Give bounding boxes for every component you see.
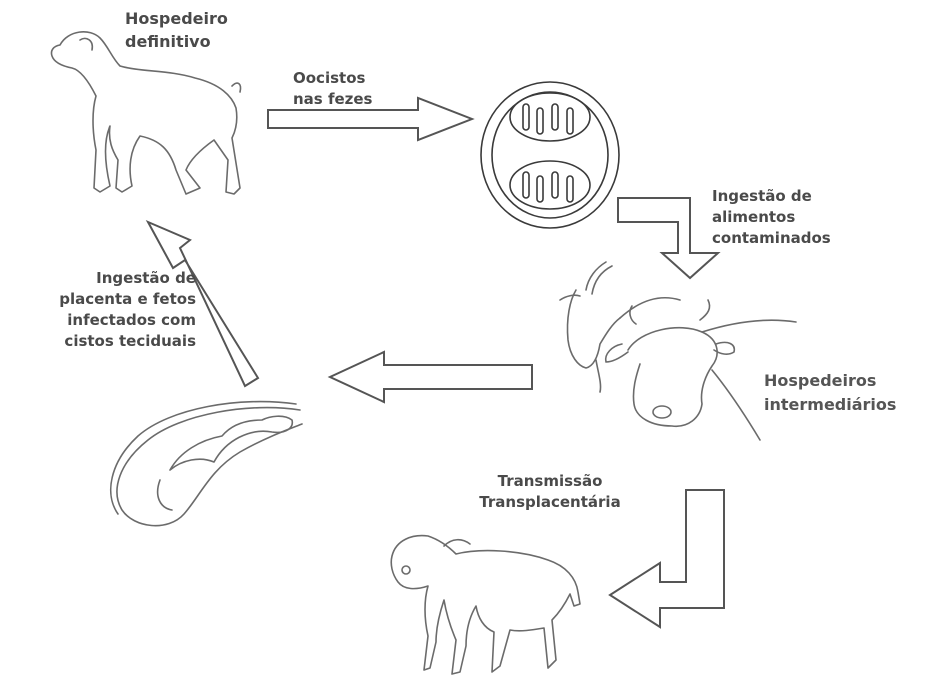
- calf-illustration: [391, 536, 580, 674]
- label-ingestion-placenta-fetuses: Ingestão de placenta e fetos infectados …: [14, 268, 196, 352]
- label-transplacental-transmission: Transmissão Transplacentária: [466, 471, 634, 513]
- fetus-illustration: [111, 402, 302, 526]
- arrow-to-fetus: [330, 352, 532, 402]
- label-definitive-host: Hospedeiro definitivo: [125, 7, 228, 53]
- label-oocysts-in-feces: Oocistos nas fezes: [293, 68, 372, 110]
- dog-illustration: [51, 32, 240, 194]
- oocyst-illustration: [481, 82, 619, 228]
- arrow-to-intermediate-hosts: [618, 198, 718, 278]
- goat-illustration: [560, 262, 680, 392]
- label-ingestion-contaminated-food: Ingestão de alimentos contaminados: [712, 186, 831, 249]
- label-intermediate-hosts: Hospedeiros intermediários: [764, 369, 896, 417]
